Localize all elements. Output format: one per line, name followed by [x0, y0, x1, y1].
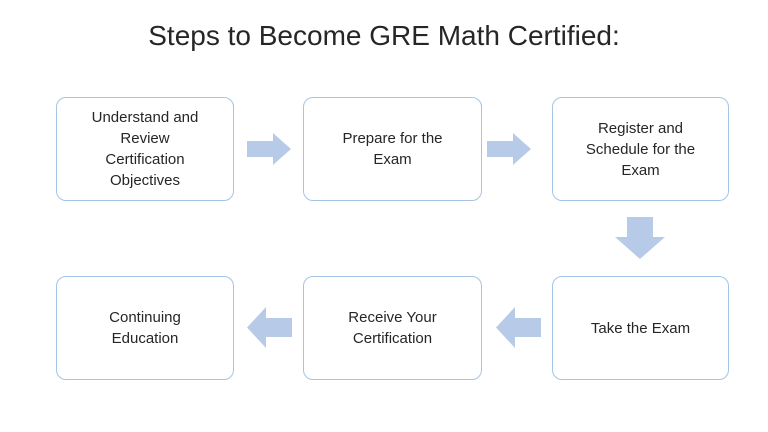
arrow-left-icon	[247, 307, 292, 348]
step-box-understand-review-objectives: Understand and Review Certification Obje…	[56, 97, 234, 201]
step-box-take-the-exam: Take the Exam	[552, 276, 729, 380]
step-box-prepare-for-exam: Prepare for the Exam	[303, 97, 482, 201]
step-label: Receive Your Certification	[348, 309, 437, 347]
step-label: Continuing Education	[109, 309, 181, 347]
step-box-receive-certification: Receive Your Certification	[303, 276, 482, 380]
step-label: Take the Exam	[590, 319, 691, 337]
step-label: Understand and Review Certification Obje…	[91, 109, 199, 189]
arrow-right-icon	[487, 133, 531, 165]
arrow-right-icon	[247, 133, 291, 165]
step-label: Register and Schedule for the Exam	[585, 119, 696, 179]
arrow-left-icon	[496, 307, 541, 348]
step-box-continuing-education: Continuing Education	[56, 276, 234, 380]
diagram-title: Steps to Become GRE Math Certified:	[148, 20, 620, 51]
step-label: Prepare for the Exam	[342, 130, 443, 168]
step-box-register-schedule-exam: Register and Schedule for the Exam	[552, 97, 729, 201]
arrow-down-icon	[615, 217, 665, 259]
